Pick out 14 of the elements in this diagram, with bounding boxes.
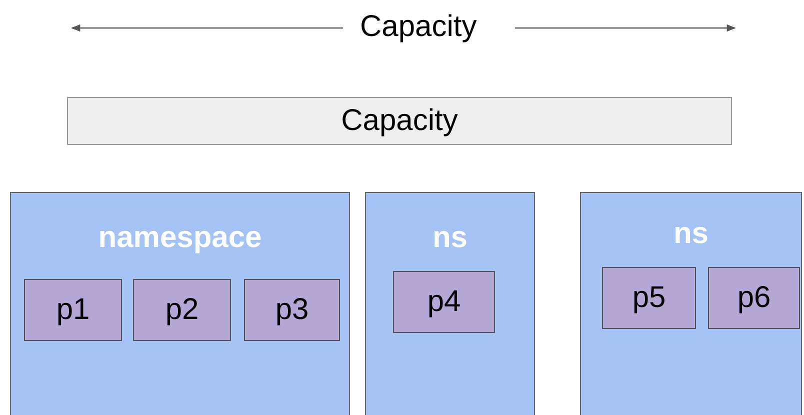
group-title: ns xyxy=(673,217,708,251)
capacity-bar: Capacity xyxy=(67,97,732,145)
pod-card: p4 xyxy=(393,271,495,333)
group-title: namespace xyxy=(98,221,262,255)
dimension-label: Capacity xyxy=(360,10,477,44)
pod-card: p5 xyxy=(602,267,696,329)
namespace-panel xyxy=(365,192,535,415)
namespace-panel xyxy=(580,192,802,415)
pod-card: p2 xyxy=(133,279,231,341)
pod-card: p6 xyxy=(708,267,800,329)
pod-card: p1 xyxy=(24,279,122,341)
group-title: ns xyxy=(432,221,468,255)
pod-card: p3 xyxy=(244,279,340,341)
namespace-panel xyxy=(10,192,350,415)
